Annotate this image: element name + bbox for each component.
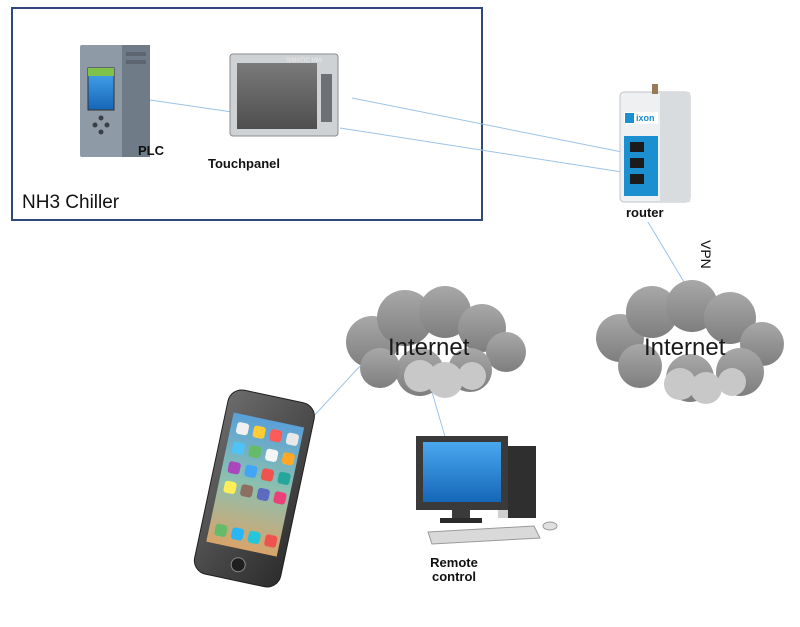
touchpanel-screen-text: SIMATIC HMI bbox=[286, 58, 323, 64]
router-label: router bbox=[626, 205, 664, 220]
internet-cloud-right bbox=[596, 280, 784, 404]
vpn-label: VPN bbox=[698, 240, 714, 269]
phone-app-icons bbox=[214, 422, 299, 548]
router-brand-text: ixon bbox=[636, 113, 655, 123]
router-port-1 bbox=[630, 142, 644, 152]
plc-button-up bbox=[98, 115, 104, 121]
link-touchpanel-router-1 bbox=[351, 97, 623, 153]
router-side bbox=[660, 92, 690, 202]
remote-control-line2: control bbox=[431, 569, 477, 584]
router-device bbox=[619, 84, 691, 203]
touchpanel-label: Touchpanel bbox=[208, 156, 280, 171]
remote-control-line1: Remote bbox=[430, 555, 478, 570]
plc-vent-2 bbox=[126, 60, 146, 64]
nh3-chiller-frame bbox=[11, 7, 483, 221]
phone-screen bbox=[206, 412, 305, 557]
router-port-2 bbox=[630, 158, 644, 168]
phone-home-button bbox=[230, 557, 246, 573]
plc-device bbox=[80, 45, 150, 157]
plc-button-right bbox=[104, 122, 110, 128]
pc-monitor-screen bbox=[423, 442, 501, 502]
plc-button-left bbox=[92, 122, 98, 128]
router-logo-icon bbox=[625, 113, 634, 123]
link-plc-touchpanel bbox=[149, 99, 233, 113]
pc-keyboard bbox=[427, 525, 541, 545]
router-antenna bbox=[652, 84, 658, 94]
link-touchpanel-router-2 bbox=[339, 127, 623, 173]
remote-control-label: Remote control bbox=[424, 556, 484, 584]
pc-monitor-stand bbox=[452, 510, 470, 520]
link-internet-pc bbox=[431, 391, 447, 441]
pc-tower bbox=[506, 446, 536, 518]
touchpanel-device bbox=[229, 53, 339, 137]
link-phone-internet bbox=[311, 365, 361, 419]
smartphone-device bbox=[193, 389, 315, 588]
internet-cloud-left bbox=[346, 286, 526, 398]
plc-label: PLC bbox=[138, 143, 164, 158]
internet-label-left: Internet bbox=[388, 334, 470, 361]
group-label: NH3 Chiller bbox=[22, 192, 120, 213]
pc-mouse bbox=[542, 521, 558, 531]
desktop-pc bbox=[416, 436, 558, 545]
pc-monitor-base bbox=[440, 518, 482, 523]
plc-vent bbox=[126, 52, 146, 56]
internet-label-right: Internet bbox=[644, 334, 726, 361]
plc-button-down bbox=[98, 129, 104, 135]
plc-display-header bbox=[88, 68, 114, 76]
router-port-3 bbox=[630, 174, 644, 184]
connections bbox=[149, 97, 691, 441]
touchpanel-screen bbox=[237, 63, 317, 129]
touchpanel-button-strip bbox=[321, 74, 332, 122]
link-vpn bbox=[647, 221, 691, 293]
